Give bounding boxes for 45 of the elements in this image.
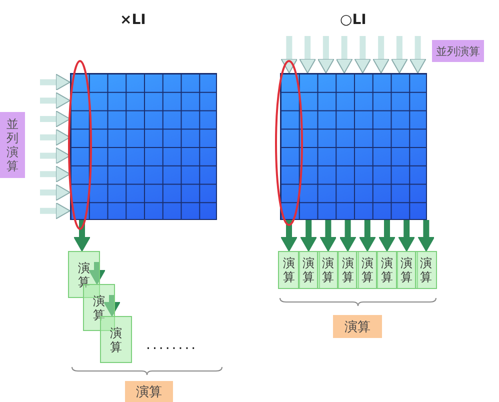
arrow xyxy=(88,262,106,284)
arrow xyxy=(40,74,70,91)
operation-box: 演算 xyxy=(100,316,132,363)
operation-box: 演算 xyxy=(336,251,359,289)
operation-box: 演算 xyxy=(415,251,438,289)
parallel-tag: 並列演算 xyxy=(0,112,25,178)
arrow xyxy=(354,36,372,74)
operation-box: 演算 xyxy=(356,251,378,289)
ellipsis-dots: ........ xyxy=(146,337,198,353)
arrow xyxy=(390,36,408,74)
arrow xyxy=(280,36,298,74)
operation-box: 演算 xyxy=(376,251,398,289)
arrow xyxy=(104,295,120,316)
matrix-grid xyxy=(70,73,217,220)
operation-box: 演算 xyxy=(298,251,320,289)
operation-box: 演算 xyxy=(396,251,418,289)
arrow xyxy=(398,220,416,252)
arrow xyxy=(300,220,318,252)
heading: ○LI xyxy=(340,12,366,28)
result-tag: 演算 xyxy=(125,381,173,402)
arrow xyxy=(378,220,396,252)
arrow xyxy=(358,220,376,252)
arrow xyxy=(280,220,298,252)
arrow xyxy=(40,92,70,110)
matrix-grid xyxy=(280,73,427,220)
arrow xyxy=(40,184,70,201)
heading: ×LI xyxy=(120,12,146,28)
operation-box: 演算 xyxy=(278,251,300,289)
arrow xyxy=(40,166,70,183)
parallel-tag: 並列演算 xyxy=(432,40,484,62)
arrow xyxy=(372,36,390,74)
arrow xyxy=(409,36,426,74)
operation-box: 演算 xyxy=(317,251,340,289)
arrow xyxy=(320,220,337,252)
arrow xyxy=(299,36,316,74)
arrow xyxy=(40,202,70,220)
arrow xyxy=(418,220,435,252)
arrow xyxy=(74,220,90,252)
arrow xyxy=(40,128,70,146)
arrow xyxy=(317,36,334,74)
arrow xyxy=(40,147,70,164)
result-tag: 演算 xyxy=(333,315,382,338)
arrow xyxy=(336,36,353,74)
arrow xyxy=(339,220,356,252)
arrow xyxy=(40,110,70,128)
